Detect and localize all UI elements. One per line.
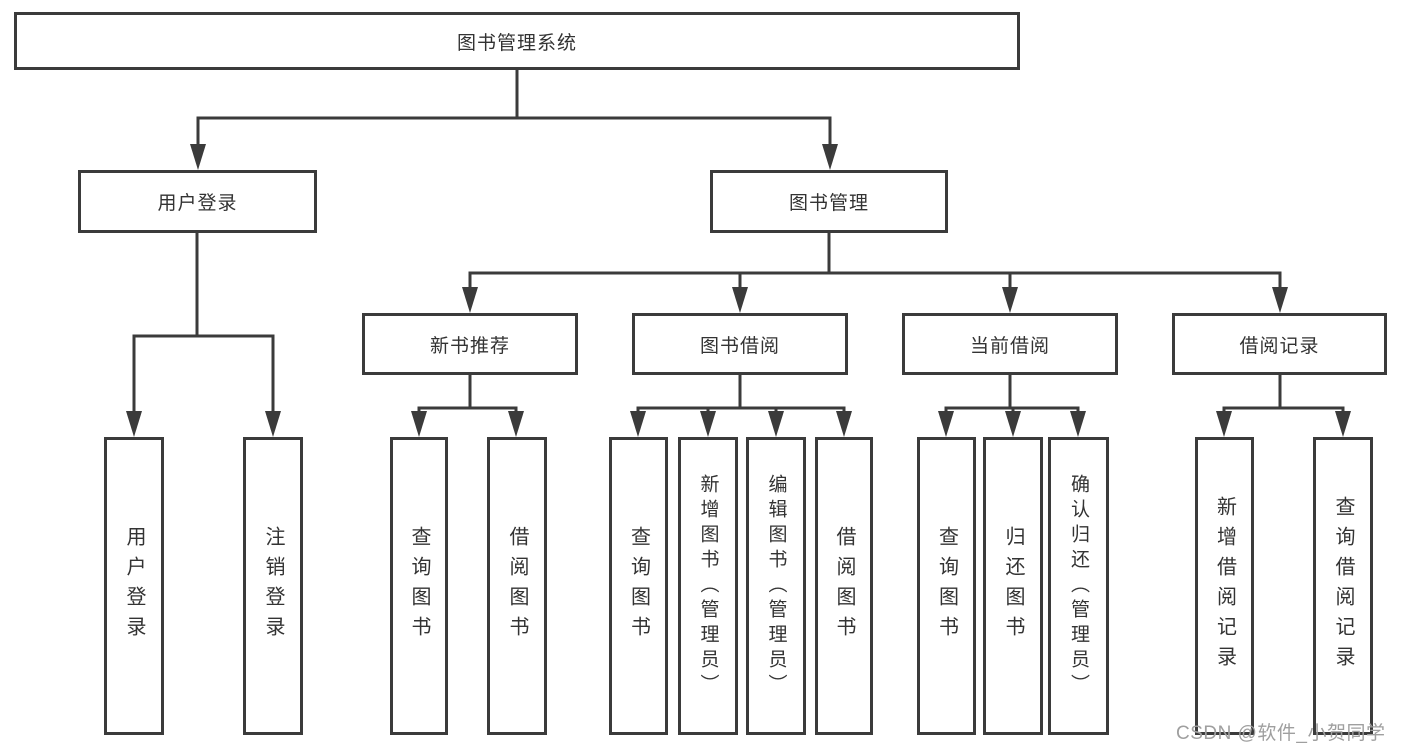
leaf-borrow-books-recommend: 借阅图书 [487, 437, 547, 735]
node-new-book-recommendation: 新书推荐 [362, 313, 578, 375]
watermark: CSDN @软件_小贺同学 [1176, 723, 1386, 744]
connector-root-to-level2 [196, 68, 832, 152]
arrow-down-icon [938, 411, 954, 437]
node-library-management-system: 图书管理系统 [14, 12, 1020, 70]
leaf-edit-books-admin: 编辑图书（管理员） [746, 437, 806, 735]
leaf-query-borrow-record: 查询借阅记录 [1313, 437, 1373, 735]
arrow-down-icon [822, 144, 838, 170]
arrow-down-icon [1272, 287, 1288, 313]
arrowhead-icons [126, 144, 1351, 437]
arrow-down-icon [508, 411, 524, 437]
connector-book-borrow-to-leaves [636, 373, 846, 419]
node-book-borrowing: 图书借阅 [632, 313, 848, 375]
leaf-confirm-return-admin: 确认归还（管理员） [1048, 437, 1109, 735]
leaf-add-borrow-record: 新增借阅记录 [1195, 437, 1254, 735]
leaf-borrow-books-borrowing: 借阅图书 [815, 437, 873, 735]
arrow-down-icon [1005, 411, 1021, 437]
arrow-down-icon [265, 411, 281, 437]
arrow-down-icon [1002, 287, 1018, 313]
leaf-logout-login: 注销登录 [243, 437, 303, 735]
arrow-down-icon [768, 411, 784, 437]
leaf-add-books-admin: 新增图书（管理员） [678, 437, 738, 735]
arrow-down-icon [1335, 411, 1351, 437]
node-current-borrowing: 当前借阅 [902, 313, 1118, 375]
connector-user-login-to-leaves [132, 231, 275, 419]
leaf-query-books-current: 查询图书 [917, 437, 976, 735]
arrow-down-icon [1070, 411, 1086, 437]
connector-records-to-leaves [1222, 373, 1345, 419]
connector-book-mgmt-to-level3 [468, 231, 1282, 295]
leaf-return-books: 归还图书 [983, 437, 1043, 735]
connector-paths [132, 68, 1345, 419]
node-book-management-branch: 图书管理 [710, 170, 948, 233]
leaf-query-books-borrowing: 查询图书 [609, 437, 668, 735]
node-borrowing-records: 借阅记录 [1172, 313, 1387, 375]
leaf-query-books-recommend: 查询图书 [390, 437, 448, 735]
arrow-down-icon [190, 144, 206, 170]
arrow-down-icon [462, 287, 478, 313]
arrow-down-icon [700, 411, 716, 437]
connector-new-book-to-leaves [417, 373, 518, 419]
arrow-down-icon [411, 411, 427, 437]
node-user-login-branch: 用户登录 [78, 170, 317, 233]
arrow-down-icon [126, 411, 142, 437]
arrow-down-icon [630, 411, 646, 437]
connector-current-borrow-to-leaves [944, 373, 1080, 419]
arrow-down-icon [732, 287, 748, 313]
arrow-down-icon [1216, 411, 1232, 437]
arrow-down-icon [836, 411, 852, 437]
leaf-user-login: 用户登录 [104, 437, 164, 735]
